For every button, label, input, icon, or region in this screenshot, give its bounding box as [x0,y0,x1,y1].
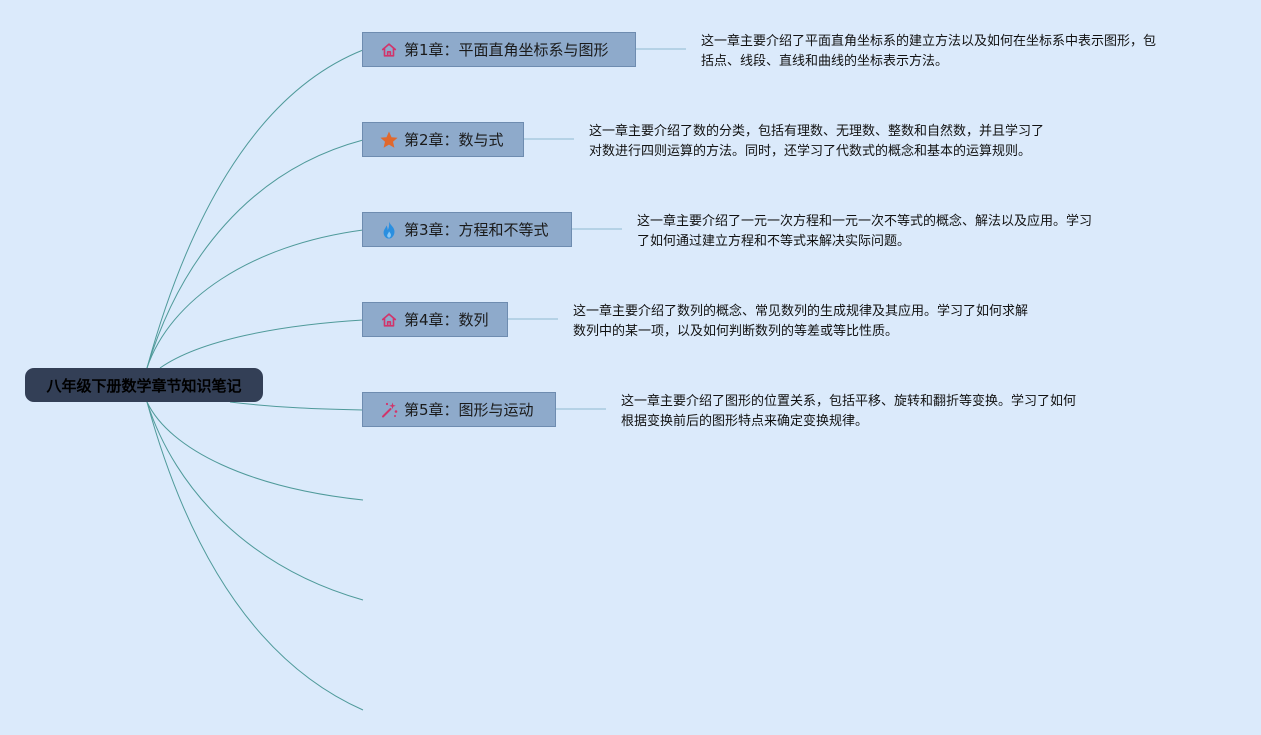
chapter-node-4[interactable]: 第4章：数列 [362,302,508,337]
description-line: 对数进行四则运算的方法。同时，还学习了代数式的概念和基本的运算规则。 [589,144,1032,159]
connector-root-ch3 [146,229,364,369]
chapter-description-4: 这一章主要介绍了数列的概念、常见数列的生成规律及其应用。学习了如何求解 数列中的… [573,302,1028,342]
connector-root-empty-1 [146,401,364,501]
connector-root-empty-2 [146,401,364,601]
description-line: 这一章主要介绍了数列的概念、常见数列的生成规律及其应用。学习了如何求解 [573,304,1029,319]
description-line: 括点、线段、直线和曲线的坐标表示方法。 [701,54,949,69]
chapter-node-1[interactable]: 第1章：平面直角坐标系与图形 [362,32,636,67]
connector-root-ch5 [229,401,364,411]
chapter-node-2[interactable]: 第2章：数与式 [362,122,524,157]
chapter-description-5: 这一章主要介绍了图形的位置关系，包括平移、旋转和翻折等变换。学习了如何 根据变换… [621,392,1076,432]
description-line: 这一章主要介绍了一元一次方程和一元一次不等式的概念、解法以及应用。学习 [637,214,1093,229]
connector-root-ch1 [146,49,364,369]
description-line: 根据变换前后的图形特点来确定变换规律。 [621,414,869,429]
chapter-label: 第5章：图形与运动 [404,401,534,419]
home-icon [379,310,399,330]
description-line: 了如何通过建立方程和不等式来解决实际问题。 [637,234,911,249]
connector-root-ch4 [159,319,364,369]
sparkle-icon [379,400,399,420]
connector-root-empty-3 [146,401,364,711]
description-line: 这一章主要介绍了平面直角坐标系的建立方法以及如何在坐标系中表示图形，包 [701,34,1157,49]
chapter-label: 第3章：方程和不等式 [404,221,549,239]
root-label: 八年级下册数学章节知识笔记 [46,376,242,395]
chapter-node-5[interactable]: 第5章：图形与运动 [362,392,556,427]
description-line: 这一章主要介绍了数的分类，包括有理数、无理数、整数和自然数，并且学习了 [589,124,1045,139]
description-line: 数列中的某一项，以及如何判断数列的等差或等比性质。 [573,324,899,339]
chapter-label: 第4章：数列 [404,311,489,329]
chapter-label: 第2章：数与式 [404,131,504,149]
chapter-description-3: 这一章主要介绍了一元一次方程和一元一次不等式的概念、解法以及应用。学习 了如何通… [637,212,1092,252]
chapter-description-2: 这一章主要介绍了数的分类，包括有理数、无理数、整数和自然数，并且学习了 对数进行… [589,122,1044,162]
description-line: 这一章主要介绍了图形的位置关系，包括平移、旋转和翻折等变换。学习了如何 [621,394,1077,409]
root-node[interactable]: 八年级下册数学章节知识笔记 [25,368,263,402]
chapter-label: 第1章：平面直角坐标系与图形 [404,41,609,59]
home-icon [379,40,399,60]
chapter-node-3[interactable]: 第3章：方程和不等式 [362,212,572,247]
chapter-description-1: 这一章主要介绍了平面直角坐标系的建立方法以及如何在坐标系中表示图形，包 括点、线… [701,32,1156,72]
star-icon [379,130,399,150]
connector-root-ch2 [146,139,364,369]
flame-icon [379,220,399,240]
